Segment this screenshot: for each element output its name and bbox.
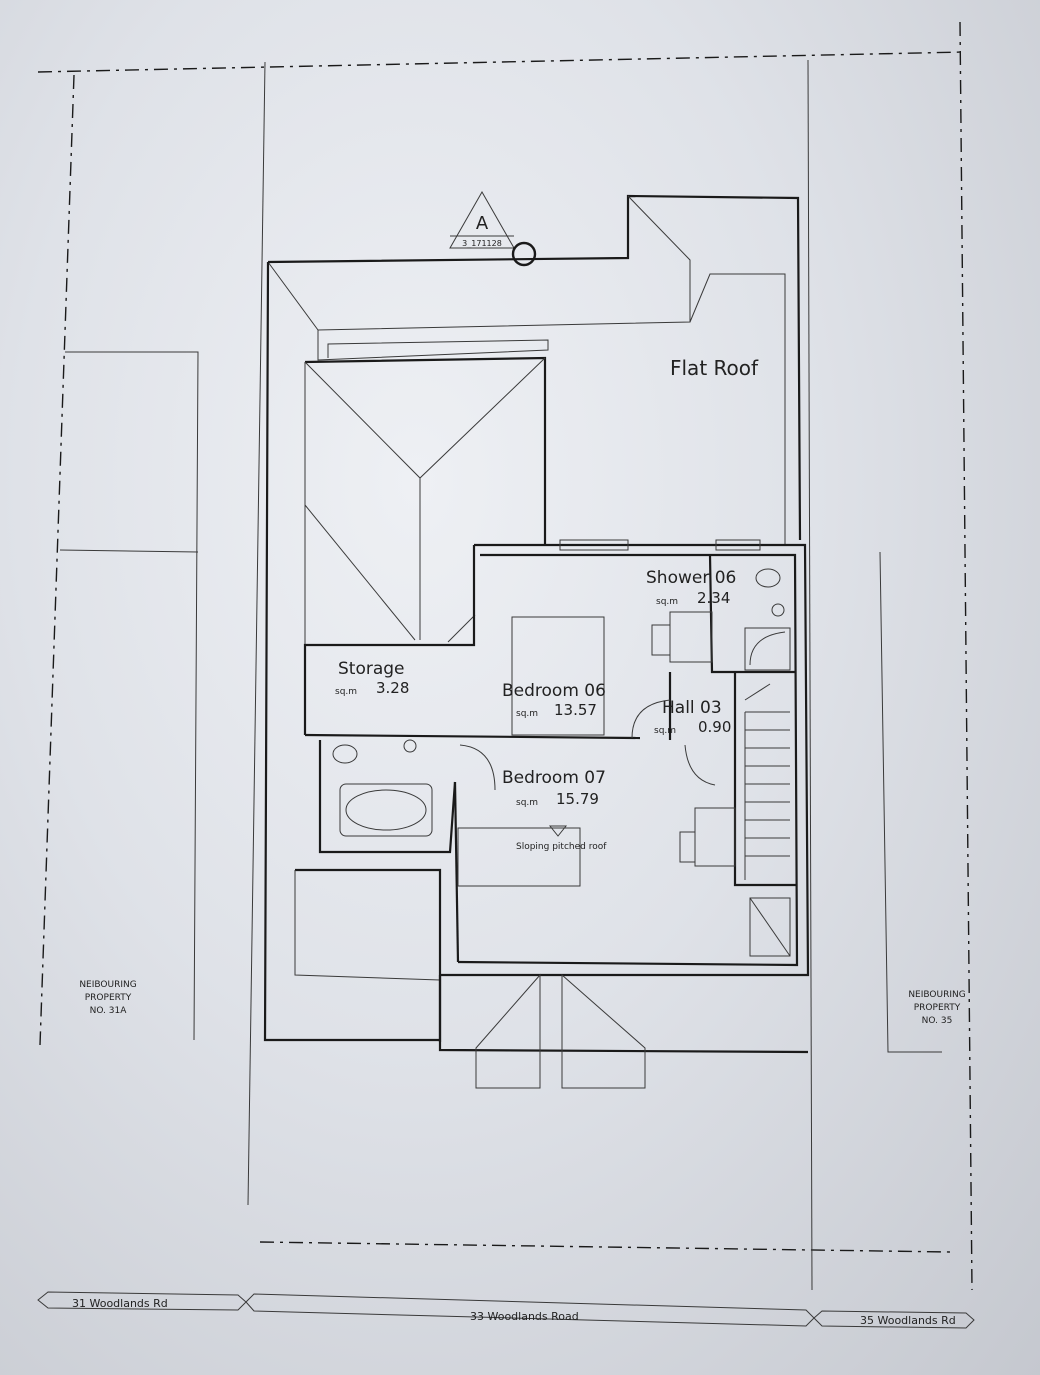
address-33: 33 Woodlands Road <box>470 1310 579 1323</box>
neighbour-labels: NEIBOURING PROPERTY NO. 31A NEIBOURING P… <box>79 980 965 1026</box>
flat-roof-label: Flat Roof <box>670 356 759 380</box>
neighbour-31a-line3: NO. 31A <box>90 1006 128 1016</box>
revision-cloud-icon <box>511 241 537 267</box>
neighbour-35-line3: NO. 35 <box>922 1016 953 1026</box>
bedroom-07-area: 15.79 <box>556 790 599 808</box>
bedroom-06-name: Bedroom 06 <box>502 681 606 701</box>
neighbour-35-line2: PROPERTY <box>914 1003 961 1013</box>
neighbour-35-line1: NEIBOURING <box>908 990 965 1000</box>
interior-walls <box>294 539 810 1089</box>
stairs <box>744 683 790 880</box>
room-labels: Flat Roof Shower 06 sq.m 2.34 Storage sq… <box>335 356 759 852</box>
section-letter: A <box>476 213 489 234</box>
storage-area: 3.28 <box>376 679 409 697</box>
address-bar: 31 Woodlands Rd 33 Woodlands Road 35 Woo… <box>37 1291 975 1329</box>
neighbour-31a-line1: NEIBOURING <box>79 980 136 990</box>
hall-03-unit: sq.m <box>654 726 676 736</box>
bedroom-06-unit: sq.m <box>516 709 538 719</box>
hall-03-area: 0.90 <box>698 718 731 736</box>
roof-outline <box>263 194 802 1042</box>
section-marker: A 3_171128 <box>449 190 537 267</box>
bedroom-07-unit: sq.m <box>516 798 538 808</box>
address-31: 31 Woodlands Rd <box>72 1297 168 1310</box>
storage-unit: sq.m <box>335 687 357 697</box>
bedroom-07-name: Bedroom 07 <box>502 768 606 788</box>
sloping-roof-annotation: Sloping pitched roof <box>516 842 607 852</box>
hall-03-name: Hall 03 <box>662 698 722 718</box>
section-ref: 3_171128 <box>462 239 502 248</box>
storage-name: Storage <box>338 659 405 679</box>
neighbour-outlines <box>59 351 942 1053</box>
address-35: 35 Woodlands Rd <box>860 1314 956 1327</box>
neighbour-31a-line2: PROPERTY <box>85 993 132 1003</box>
shower-06-unit: sq.m <box>656 597 678 607</box>
site-boundary <box>37 21 973 1291</box>
shower-06-name: Shower 06 <box>646 568 736 588</box>
shower-06-area: 2.34 <box>697 589 730 607</box>
bedroom-06-area: 13.57 <box>554 701 597 719</box>
